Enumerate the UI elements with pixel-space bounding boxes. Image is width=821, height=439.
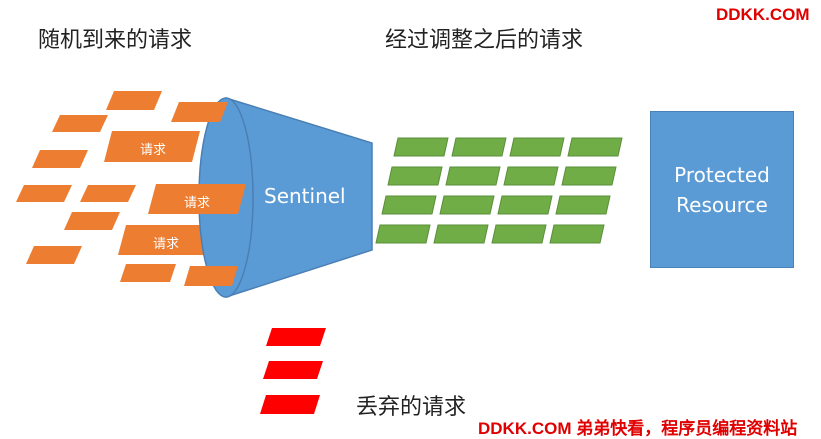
incoming-request (52, 115, 108, 132)
discarded-requests (260, 328, 326, 414)
resource-label-line2: Resource (676, 192, 768, 217)
incoming-request (80, 185, 136, 202)
adjusted-request (381, 195, 437, 215)
incoming-request (190, 184, 246, 214)
adjusted-request (439, 195, 495, 215)
incoming-request (26, 246, 82, 264)
discarded-request (263, 361, 323, 379)
adjusted-request (497, 195, 553, 215)
incoming-request (16, 185, 72, 202)
incoming-request (104, 131, 200, 162)
request-tag: 请求 (140, 143, 167, 158)
adjusted-request (555, 195, 611, 215)
resource-label-line1: Protected (674, 162, 770, 187)
brand-watermark-bottom: DDKK.COM 弟弟快看，程序员编程资料站 (478, 419, 798, 438)
brand-watermark-top: DDKK.COM (716, 5, 810, 24)
protected-resource-box: Protected Resource (650, 111, 794, 268)
adjusted-requests-label: 经过调整之后的请求 (385, 28, 584, 53)
incoming-request (32, 150, 88, 168)
incoming-request (120, 264, 176, 282)
adjusted-request (375, 224, 431, 244)
discarded-requests-label: 丢弃的请求 (356, 395, 467, 420)
discarded-request (266, 328, 326, 346)
adjusted-requests (375, 137, 623, 244)
incoming-request (190, 266, 238, 286)
sentinel-label: Sentinel (264, 184, 346, 208)
discarded-request (260, 395, 320, 414)
adjusted-request (491, 224, 547, 244)
adjusted-request (549, 224, 605, 244)
incoming-request (106, 91, 162, 110)
request-tag: 请求 (184, 196, 211, 211)
adjusted-request (509, 137, 565, 157)
adjusted-request (393, 137, 449, 157)
adjusted-request (561, 166, 617, 186)
incoming-request (118, 225, 216, 255)
adjusted-request (503, 166, 559, 186)
adjusted-request (567, 137, 623, 157)
incoming-request (178, 102, 228, 122)
adjusted-request (445, 166, 501, 186)
request-tag: 请求 (153, 237, 180, 252)
random-requests-label: 随机到来的请求 (38, 28, 193, 53)
incoming-request (64, 212, 120, 230)
adjusted-request (433, 224, 489, 244)
adjusted-request (387, 166, 443, 186)
adjusted-request (451, 137, 507, 157)
